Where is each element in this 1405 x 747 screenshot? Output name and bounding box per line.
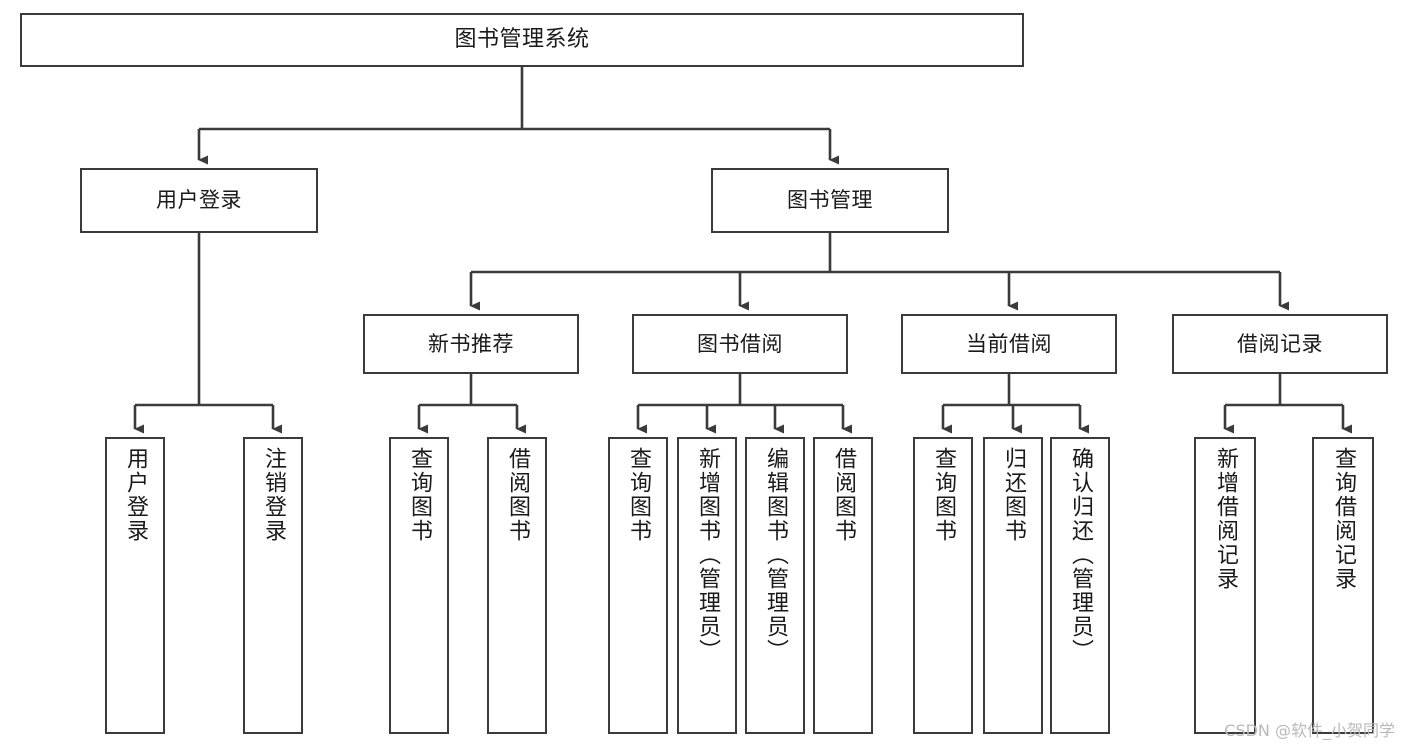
leaf-logout[interactable]: 注销登录 bbox=[243, 437, 303, 734]
leaf-confirm-return-admin[interactable]: 确认归还（管理员） bbox=[1050, 437, 1110, 734]
node-book-management[interactable]: 图书管理 bbox=[711, 168, 949, 233]
leaf-edit-book-admin-label: 编辑图书（管理员） bbox=[763, 447, 788, 663]
node-book-management-label: 图书管理 bbox=[787, 188, 873, 213]
leaf-query-borrow-record[interactable]: 查询借阅记录 bbox=[1312, 437, 1374, 734]
leaf-query-book-borrowing[interactable]: 查询图书 bbox=[608, 437, 668, 734]
csdn-watermark: CSDN @软件_小贺同学 bbox=[1224, 721, 1395, 740]
leaf-edit-book-admin[interactable]: 编辑图书（管理员） bbox=[745, 437, 805, 734]
node-book-borrowing[interactable]: 图书借阅 bbox=[632, 314, 848, 374]
leaf-query-book-current-label: 查询图书 bbox=[931, 447, 956, 543]
node-current-borrowing[interactable]: 当前借阅 bbox=[901, 314, 1117, 374]
node-root-label: 图书管理系统 bbox=[454, 27, 590, 53]
leaf-query-book-current[interactable]: 查询图书 bbox=[913, 437, 973, 734]
leaf-borrow-book-new[interactable]: 借阅图书 bbox=[487, 437, 547, 734]
leaf-confirm-return-admin-label: 确认归还（管理员） bbox=[1068, 447, 1093, 663]
leaf-user-login[interactable]: 用户登录 bbox=[105, 437, 165, 734]
leaf-add-borrow-record-label: 新增借阅记录 bbox=[1213, 447, 1238, 591]
node-borrowing-record[interactable]: 借阅记录 bbox=[1172, 314, 1388, 374]
leaf-add-book-admin[interactable]: 新增图书（管理员） bbox=[677, 437, 737, 734]
leaf-logout-label: 注销登录 bbox=[261, 447, 286, 543]
leaf-query-borrow-record-label: 查询借阅记录 bbox=[1331, 447, 1356, 591]
leaf-query-book-borrowing-label: 查询图书 bbox=[626, 447, 651, 543]
leaf-query-book-new[interactable]: 查询图书 bbox=[389, 437, 449, 734]
node-current-borrowing-label: 当前借阅 bbox=[966, 331, 1052, 356]
node-user-login-label: 用户登录 bbox=[156, 188, 242, 213]
leaf-return-book[interactable]: 归还图书 bbox=[983, 437, 1043, 734]
leaf-user-login-label: 用户登录 bbox=[123, 447, 148, 543]
leaf-borrow-book-borrowing[interactable]: 借阅图书 bbox=[813, 437, 873, 734]
leaf-add-book-admin-label: 新增图书（管理员） bbox=[695, 447, 720, 663]
leaf-borrow-book-new-label: 借阅图书 bbox=[505, 447, 530, 543]
node-book-borrowing-label: 图书借阅 bbox=[697, 331, 783, 356]
leaf-add-borrow-record[interactable]: 新增借阅记录 bbox=[1194, 437, 1256, 734]
node-user-login[interactable]: 用户登录 bbox=[80, 168, 318, 233]
node-borrowing-record-label: 借阅记录 bbox=[1237, 331, 1323, 356]
leaf-query-book-new-label: 查询图书 bbox=[407, 447, 432, 543]
node-new-book-recommend-label: 新书推荐 bbox=[428, 331, 514, 356]
leaf-borrow-book-borrowing-label: 借阅图书 bbox=[831, 447, 856, 543]
node-new-book-recommend[interactable]: 新书推荐 bbox=[363, 314, 579, 374]
leaf-return-book-label: 归还图书 bbox=[1001, 447, 1026, 543]
node-root[interactable]: 图书管理系统 bbox=[20, 13, 1024, 67]
